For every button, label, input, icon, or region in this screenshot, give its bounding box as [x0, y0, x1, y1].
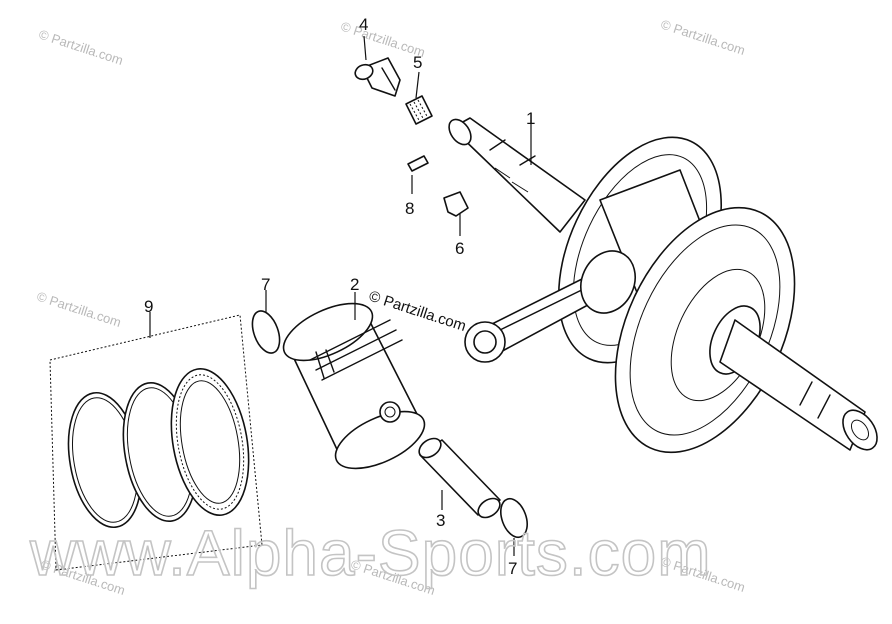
callout-3: 3	[436, 511, 445, 530]
circlip-lower	[500, 497, 528, 539]
watermark-small: © Partzilla.com	[37, 27, 125, 68]
watermark-center: © Partzilla.com	[367, 288, 468, 335]
callout-5: 5	[413, 53, 422, 72]
callout-1: 1	[526, 109, 535, 128]
piston	[282, 302, 426, 470]
callout-9: 9	[144, 297, 153, 316]
callout-numbers: 4 5 1 2 7 9 8 6 3 7	[144, 15, 535, 578]
callout-8: 8	[405, 199, 414, 218]
callout-7-upper: 7	[261, 275, 270, 294]
callout-6: 6	[455, 239, 464, 258]
watermark-small: © Partzilla.com	[659, 17, 747, 58]
callout-7-lower: 7	[508, 559, 517, 578]
part-6-key	[443, 191, 469, 217]
watermark-big: www.Alpha-Sports.com	[29, 517, 712, 589]
watermark-small: © Partzilla.com	[35, 289, 123, 330]
callout-2: 2	[350, 275, 359, 294]
piston-ring-set	[49, 314, 263, 571]
circlip-upper	[251, 310, 281, 354]
crankshaft-assembly	[448, 117, 878, 454]
callout-4: 4	[359, 15, 368, 34]
leader-lines	[149, 35, 532, 556]
part-4-pin	[354, 57, 401, 97]
part-8-pin	[407, 155, 429, 172]
part-5-bearing	[405, 95, 433, 125]
piston-pin	[418, 437, 501, 519]
